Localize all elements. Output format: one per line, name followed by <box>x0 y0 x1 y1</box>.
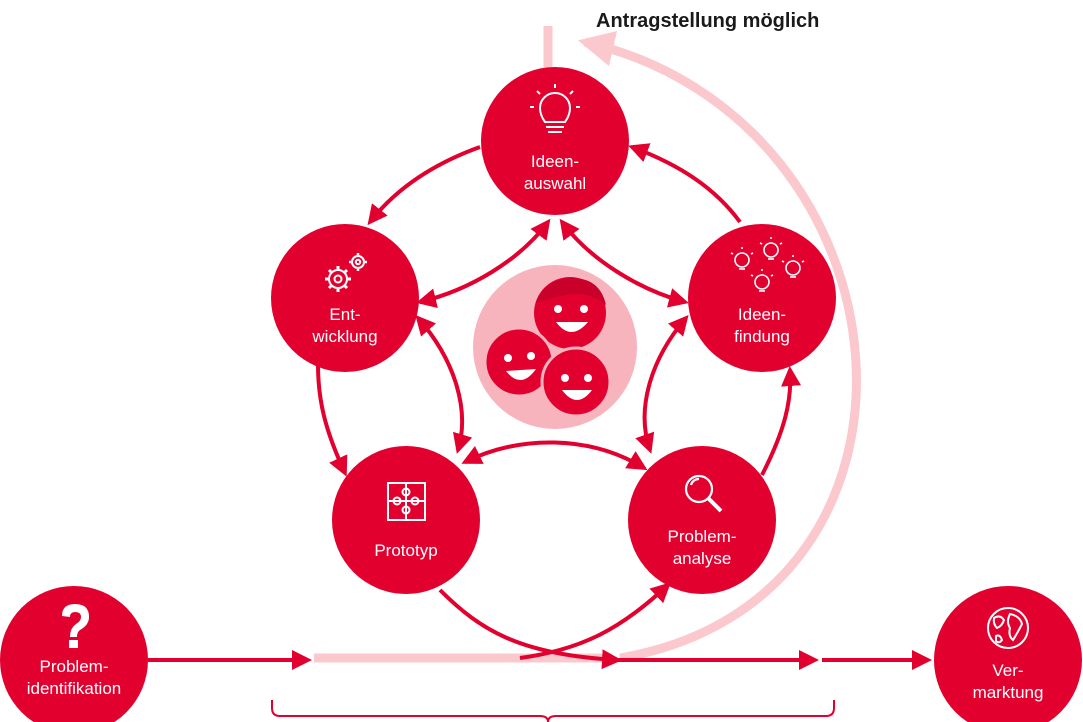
label-ideenauswahl: Ideen- auswahl <box>523 152 587 193</box>
node-ideenfindung <box>688 224 836 372</box>
label-entwicklung: Ent- wicklung <box>312 305 378 346</box>
entry-curve-problemanalyse <box>519 582 671 660</box>
label-vermarktung: Ver- marktung <box>972 661 1044 702</box>
arrow-ideenauswahl-ideenfindung <box>559 218 689 308</box>
node-vermarktung <box>934 586 1082 722</box>
label-problemidentifikation: Problem- identifikation <box>26 657 122 698</box>
gears-icon <box>325 253 367 292</box>
arrow-ideenauswahl-to-entwicklung <box>367 145 481 226</box>
node-ideenauswahl <box>481 67 629 215</box>
multiple-lightbulbs-icon <box>730 237 805 292</box>
label-prototyp: Prototyp <box>374 541 438 560</box>
magnifier-icon <box>684 474 723 513</box>
node-problemanalyse <box>628 446 776 594</box>
globe-icon <box>987 607 1029 649</box>
arrow-problemanalyse-to-ideenfindung <box>760 366 802 476</box>
puzzle-icon <box>387 482 426 521</box>
antragstellung-label: Antragstellung möglich <box>596 10 820 32</box>
arrow-prototyp-problemanalyse <box>461 440 648 471</box>
antragstellung-return-arrow <box>577 31 861 663</box>
arrow-entwicklung-ideenauswahl <box>416 218 551 308</box>
arrow-ideenfindung-to-ideenauswahl <box>628 143 742 224</box>
node-problemidentifikation <box>0 586 148 722</box>
arrow-ideenfindung-problemanalyse <box>635 314 689 454</box>
lightbulb-icon <box>530 84 580 133</box>
node-entwicklung <box>271 224 419 372</box>
question-mark-icon <box>62 604 89 648</box>
label-problemanalyse: Problem- analyse <box>667 527 737 568</box>
exit-curve-prototyp <box>438 588 622 670</box>
phase-bracket <box>271 700 835 722</box>
team-faces-icon <box>473 265 637 429</box>
arrow-entwicklung-to-prototyp <box>316 364 348 477</box>
arrow-entwicklung-prototyp <box>415 314 473 454</box>
label-ideenfindung: Ideen- findung <box>734 305 790 346</box>
